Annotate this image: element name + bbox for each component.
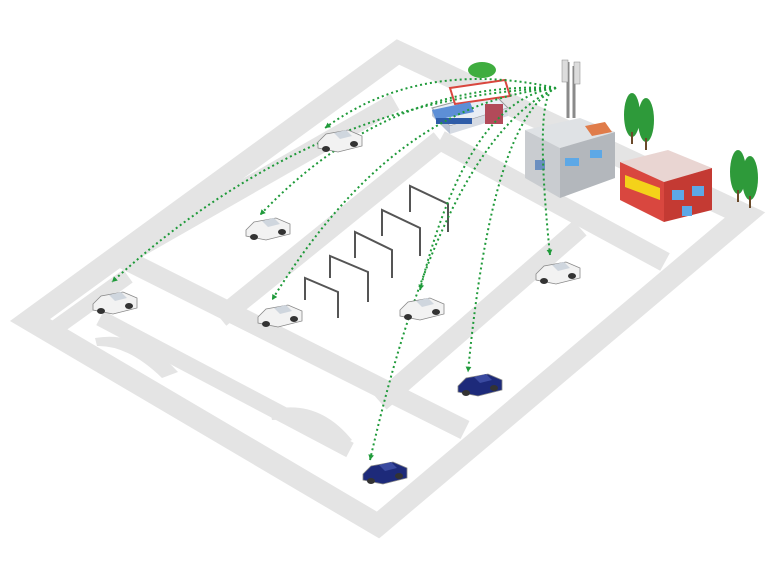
- signal-link-arrowhead: [272, 294, 278, 300]
- road-island-left: [95, 336, 178, 378]
- signal-link-line: [369, 87, 557, 461]
- bush-icon: [468, 62, 496, 78]
- cell-tower-antenna-icon: [561, 59, 581, 118]
- signal-link-line: [111, 87, 557, 283]
- signal-link-arrowhead: [546, 249, 553, 255]
- road-network: [9, 39, 766, 539]
- white-pickup-truck-icon: [317, 129, 363, 153]
- toll-gantries: [304, 184, 449, 318]
- vehicles: [92, 129, 581, 485]
- signal-link-line: [467, 87, 557, 373]
- signal-link-line: [259, 86, 557, 216]
- signal-links: [111, 78, 557, 461]
- road-inner-diagonal-3: [373, 220, 587, 410]
- road-outer-loop: [9, 39, 766, 539]
- white-pickup-truck-icon: [257, 304, 303, 328]
- road-inner-diagonal-2: [213, 132, 447, 326]
- bus-shelter-icon: [432, 102, 474, 124]
- gantry-3: [354, 230, 393, 278]
- gantry-5: [409, 184, 449, 232]
- white-pickup-truck-icon: [535, 261, 581, 285]
- white-pickup-truck-icon: [399, 297, 445, 321]
- signal-link-arrowhead: [368, 454, 374, 460]
- tree-icon: [638, 98, 654, 150]
- red-shop-building-icon: [620, 150, 712, 222]
- gantry-4: [381, 208, 421, 256]
- signal-link-arrowhead: [112, 276, 118, 282]
- signal-link-arrowhead: [260, 209, 266, 215]
- road-side-1: [45, 269, 133, 339]
- road-inner-diagonal-1: [117, 94, 400, 266]
- signal-link-line: [324, 78, 557, 129]
- gantry-1: [304, 276, 339, 318]
- road-spur: [96, 310, 354, 458]
- signal-link-arrowhead: [465, 366, 472, 372]
- navy-sedan-car-icon: [362, 461, 408, 485]
- road-inner-cross: [435, 131, 670, 271]
- gantry-2: [329, 254, 369, 302]
- road-island-center: [270, 407, 352, 448]
- road-inner-horizontal: [117, 249, 470, 439]
- tree-icon: [730, 150, 746, 202]
- tree-icon: [742, 156, 758, 208]
- building-cluster: [431, 62, 758, 222]
- white-pickup-truck-icon: [245, 217, 291, 241]
- tree-icon: [624, 93, 640, 144]
- white-pickup-truck-icon: [92, 291, 138, 315]
- signal-link-arrowhead: [325, 122, 331, 128]
- signal-link-line: [271, 87, 557, 301]
- navy-sedan-car-icon: [457, 373, 503, 397]
